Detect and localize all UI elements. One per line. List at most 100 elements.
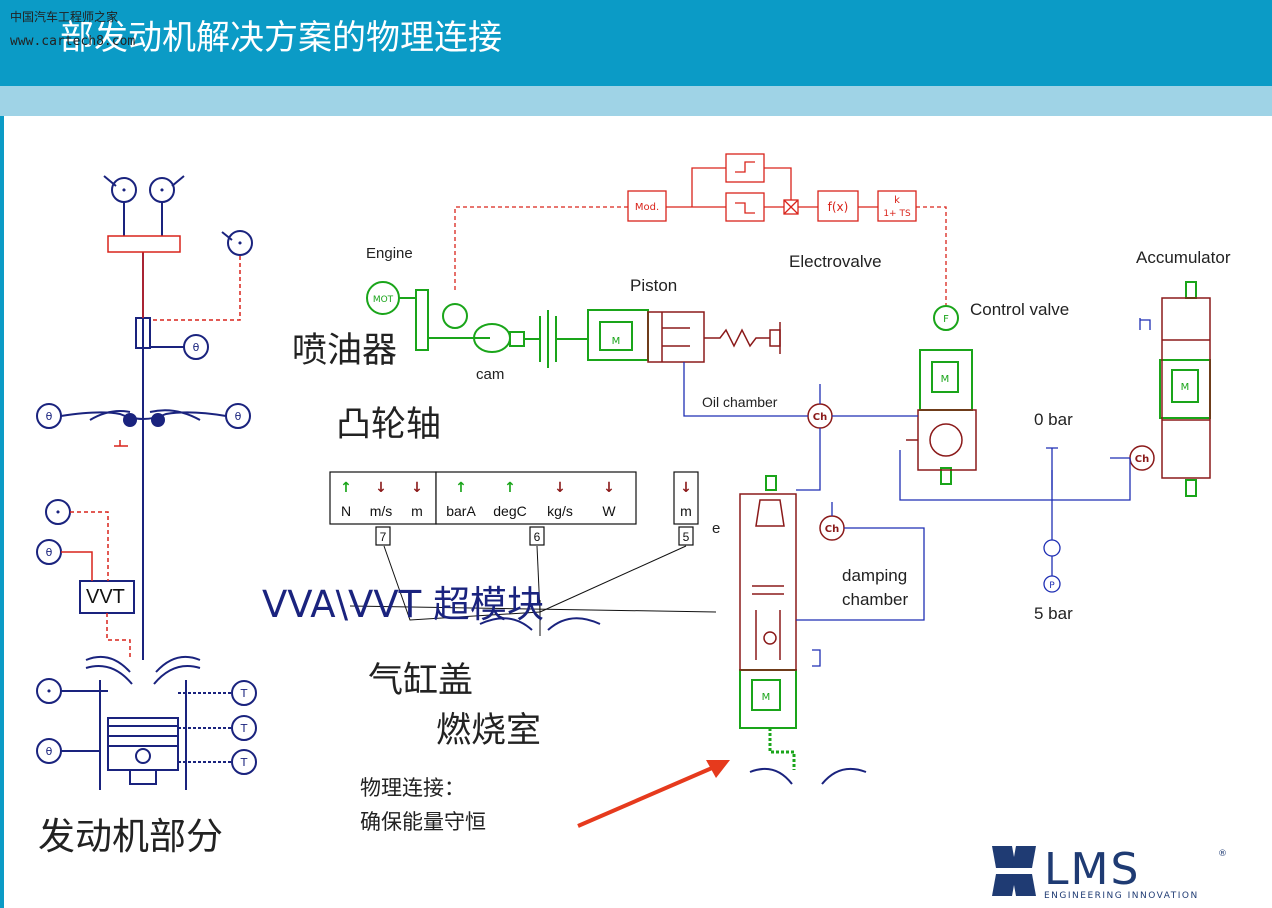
physical-connection-label-2: 确保能量守恒 <box>360 810 486 834</box>
m-label: M <box>612 336 621 347</box>
mot-label: MOT <box>373 295 394 305</box>
cam-label: cam <box>476 366 505 383</box>
fx-label: f(x) <box>828 200 849 214</box>
down-arrow-icon: ↓ <box>603 480 615 496</box>
sensor-box-3 <box>673 471 699 525</box>
zero-bar-label: 0 bar <box>1034 410 1073 429</box>
theta-label: θ <box>46 745 53 758</box>
t-label: T <box>240 756 248 769</box>
injector-label: 喷油器 <box>292 331 398 371</box>
engine-column <box>36 175 257 790</box>
physical-connection-label-1: 物理连接： <box>360 776 465 800</box>
tf-num-label: k <box>894 195 900 206</box>
port-number: 7 <box>380 530 387 544</box>
down-arrow-icon: ↓ <box>554 480 566 496</box>
lms-logo: LMS ® ENGINEERING INNOVATION <box>992 842 1232 907</box>
mod-block <box>627 190 667 222</box>
hydraulic-lines <box>683 318 1151 667</box>
sensor-leads <box>349 545 717 636</box>
physical-connection-arrow <box>577 760 730 828</box>
source-glyph: • <box>55 506 62 519</box>
t-label: T <box>240 722 248 735</box>
lms-logo-mark: ® <box>1218 849 1227 859</box>
tf-den-label: 1+ TS <box>883 209 911 219</box>
vva-vvt-label: VVA\VVT 超模块 <box>262 583 545 626</box>
m-label: M <box>1181 382 1190 393</box>
vvt-box-label: VVT <box>86 586 125 608</box>
damping-label-2: chamber <box>842 590 909 609</box>
left-edge-bar <box>0 116 4 908</box>
m-label: M <box>941 374 950 385</box>
unit-label: m/s <box>370 503 393 519</box>
combustion-chamber-label: 燃烧室 <box>436 711 542 751</box>
source-glyph: • <box>46 685 53 698</box>
fx-block <box>817 190 859 222</box>
e-label: e <box>712 520 721 537</box>
five-bar-label: 5 bar <box>1034 604 1073 623</box>
theta-label: θ <box>193 341 200 354</box>
sensor-box-1 <box>329 471 437 525</box>
down-arrow-icon: ↓ <box>680 480 692 496</box>
camshaft-label: 凸轮轴 <box>336 405 442 445</box>
control-valve-label: Control valve <box>970 300 1070 319</box>
up-arrow-icon: ↑ <box>504 480 516 496</box>
port-number: 5 <box>683 530 690 544</box>
port-box <box>529 526 545 546</box>
theta-label: θ <box>46 546 53 559</box>
p-label: P <box>1049 581 1055 591</box>
up-arrow-icon: ↑ <box>340 480 352 496</box>
down-arrow-icon: ↓ <box>375 480 387 496</box>
engine-signal-lines <box>61 235 241 660</box>
lms-logo-mark-icon <box>992 846 1036 896</box>
tf-block <box>877 190 917 222</box>
sensor-box-2 <box>435 471 637 525</box>
piston-mass <box>587 309 649 361</box>
unit-label: degC <box>493 503 526 519</box>
source-icon <box>227 230 253 256</box>
theta-label: θ <box>235 410 242 423</box>
f-label: F <box>943 314 949 325</box>
f-icon <box>933 305 959 331</box>
cylinder-head-label: 气缸盖 <box>368 661 474 701</box>
slide-title: 部发动机解决方案的物理连接 <box>60 18 502 58</box>
ch-label: Ch <box>1135 454 1149 465</box>
engine-label: Engine <box>366 245 413 262</box>
mod-label: Mod. <box>635 202 659 213</box>
cylinder-head-icon <box>479 617 867 785</box>
unit-label: m <box>411 503 423 519</box>
unit-label: N <box>341 503 351 519</box>
electrovalve-label: Electrovalve <box>789 252 882 271</box>
unit-label: barA <box>446 503 476 519</box>
source-glyph: • <box>159 184 166 197</box>
ch-label: Ch <box>813 412 827 423</box>
accumulator-label: Accumulator <box>1136 248 1231 267</box>
port-box <box>678 526 694 546</box>
control-chain <box>454 153 947 305</box>
unit-label: m <box>680 503 692 519</box>
lms-logo-name: LMS <box>1044 844 1140 895</box>
theta-label: θ <box>46 410 53 423</box>
lms-logo-tagline: ENGINEERING INNOVATION <box>1044 891 1199 901</box>
up-arrow-icon: ↑ <box>455 480 467 496</box>
header-subbar <box>0 86 1272 116</box>
hydraulic-parts <box>647 297 1211 671</box>
piston-label: Piston <box>630 276 678 295</box>
m-label: M <box>762 692 771 703</box>
source-glyph: • <box>237 237 244 250</box>
port-number: 6 <box>534 530 541 544</box>
damping-label-1: damping <box>842 566 908 585</box>
source-glyph: • <box>121 184 128 197</box>
watermark-url: www.cartech8.com <box>10 34 136 49</box>
unit-label: W <box>602 503 616 519</box>
ch-label: Ch <box>825 524 839 535</box>
t-label: T <box>240 687 248 700</box>
watermark-cn: 中国汽车工程师之家 <box>10 10 119 24</box>
down-arrow-icon: ↓ <box>411 480 423 496</box>
oil-chamber-label: Oil chamber <box>702 394 778 410</box>
unit-label: kg/s <box>547 503 573 519</box>
header-bar <box>0 0 1272 86</box>
port-box <box>375 526 391 546</box>
mechanical-chain <box>366 281 1211 770</box>
engine-part-label: 发动机部分 <box>38 815 223 858</box>
